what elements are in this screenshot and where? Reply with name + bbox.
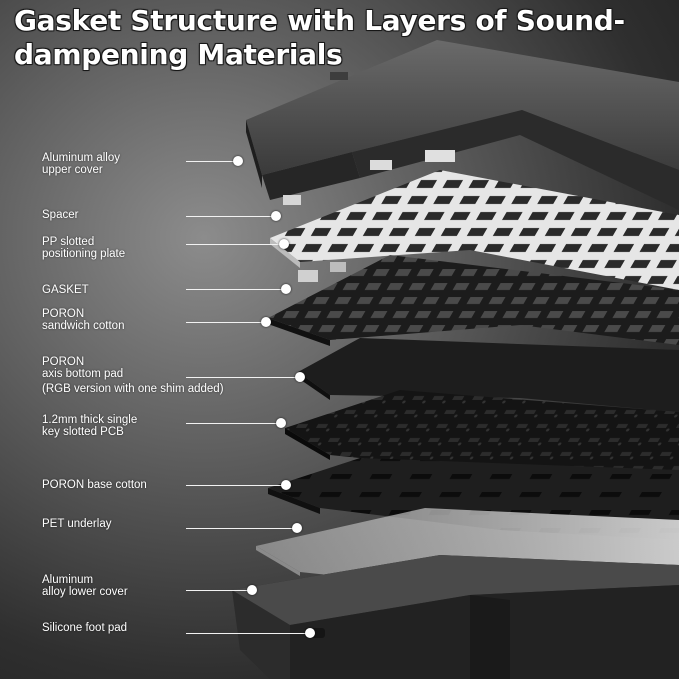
upper-cover-part	[246, 40, 679, 210]
leader-line-pp-plate	[186, 244, 282, 245]
marker-dot-spacer	[271, 211, 281, 221]
label-pet-underlay: PET underlay	[42, 518, 112, 530]
gasket-part	[298, 262, 346, 282]
label-gasket: GASKET	[42, 284, 89, 296]
leader-line-spacer	[186, 216, 274, 217]
leader-line-pcb	[186, 423, 280, 424]
marker-dot-poron-sandwich	[261, 317, 271, 327]
label-foot-pad: Silicone foot pad	[42, 622, 128, 634]
leader-line-pet-underlay	[186, 528, 296, 529]
label-spacer: Spacer	[42, 209, 79, 221]
page-title: Gasket Structure with Layers of Sound-da…	[14, 4, 625, 71]
label-poron-base: PORON base cotton	[42, 479, 147, 491]
leader-line-foot-pad	[186, 633, 308, 634]
marker-dot-upper-cover	[233, 156, 243, 166]
leader-line-upper-cover	[186, 161, 236, 162]
pp-plate-part	[270, 150, 679, 290]
pcb-part	[285, 390, 679, 485]
marker-dot-poron-base	[281, 480, 291, 490]
leader-line-poron-base	[186, 485, 284, 486]
marker-dot-pcb	[276, 418, 286, 428]
marker-dot-pp-plate	[279, 239, 289, 249]
marker-dot-pet-underlay	[292, 523, 302, 533]
leader-line-poron-axis	[186, 377, 298, 378]
poron-sandwich-part	[268, 255, 679, 346]
marker-dot-poron-axis	[295, 372, 305, 382]
lower-cover-part	[232, 555, 679, 679]
leader-line-gasket	[186, 289, 284, 290]
marker-dot-lower-cover	[247, 585, 257, 595]
marker-dot-foot-pad	[305, 628, 315, 638]
leader-line-lower-cover	[186, 590, 250, 591]
leader-line-poron-sandwich	[186, 322, 264, 323]
marker-dot-gasket	[281, 284, 291, 294]
